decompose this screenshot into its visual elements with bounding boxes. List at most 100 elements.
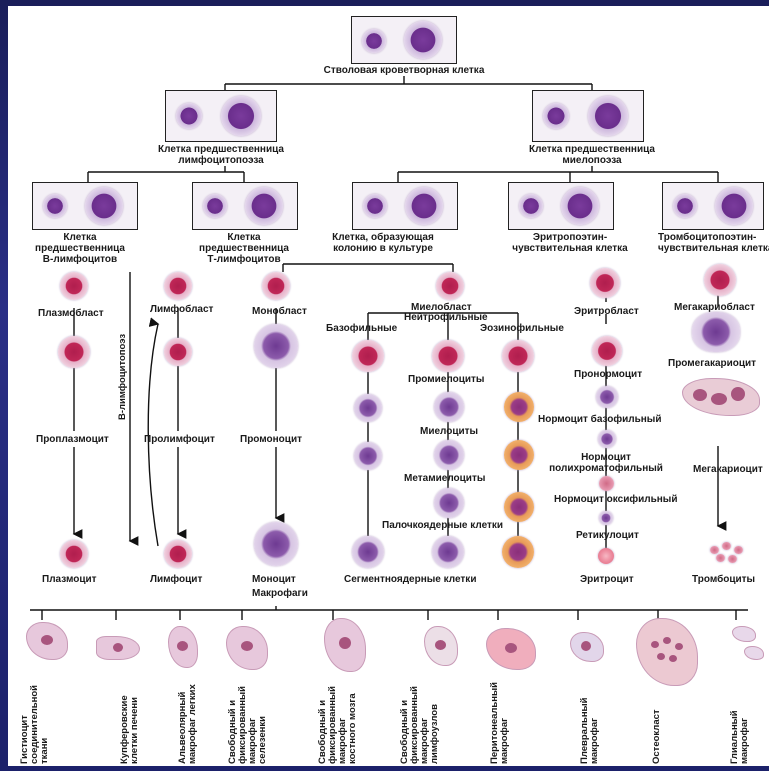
nucleus <box>177 641 188 651</box>
nucleus <box>675 643 683 650</box>
neutrophil-cell-seg <box>432 536 464 568</box>
kupffer-cell <box>96 636 140 660</box>
basophilic-label: Базофильные <box>326 323 398 334</box>
platelet <box>710 546 719 554</box>
lymphoblast-label: Лимфобласт <box>150 304 214 315</box>
pronormocyte-label: Пронормоцит <box>574 369 643 380</box>
glial-macrophage-cell <box>732 626 756 642</box>
plasmocyte-cell <box>60 540 88 568</box>
label-line: Нормоцит <box>581 452 631 463</box>
label-line: костного мозга <box>347 693 358 764</box>
cell-large <box>245 187 283 225</box>
thrombopoietin-label: Тромбоцитопоэтин- чувствительная клетка <box>658 232 769 254</box>
label-line: макрофаг <box>739 717 750 764</box>
b-progenitor-label: Клетка предшественница В-лимфоцитов <box>35 232 125 265</box>
normocyte-poly-cell <box>598 430 616 448</box>
thrombocytes-label: Тромбоциты <box>692 574 756 585</box>
macrophage-type-6: Свободный и фиксированный макрофаг лимфо… <box>399 686 440 764</box>
cell-small <box>176 103 202 129</box>
cell-large <box>221 96 261 136</box>
monocyte-cell <box>254 522 298 566</box>
pronormocyte-cell <box>592 336 622 366</box>
stem-cell-box <box>351 16 457 64</box>
erythrocyte-label: Эритроцит <box>580 574 634 585</box>
lymphocyte-cell <box>164 540 192 568</box>
proplasmocyte-label: Проплазмоцит <box>36 434 109 445</box>
label-text: Клетка предшественница миелопоэза <box>529 144 655 166</box>
macrophage-type-2: Купферовские клетки печени <box>119 695 140 764</box>
macrophage-type-5: Свободный и фиксированный макрофаг костн… <box>317 686 358 764</box>
lymphopoiesis-progenitor-label: Клетка предшественница лимфоцитопоэза <box>146 144 296 166</box>
nucleus <box>711 393 727 405</box>
prolymphocyte-cell-top <box>164 338 192 366</box>
megakaryoblast-cell <box>704 264 736 296</box>
lymphocyte-label: Лимфоцит <box>150 574 203 585</box>
prolymphocyte-label: Пролимфоцит <box>144 434 215 445</box>
cell-small <box>543 103 569 129</box>
erythropoietin-label: Эритропоэтин- чувствительная клетка <box>512 232 627 254</box>
hematopoiesis-diagram: Стволовая кроветворная клетка Клетка пре… <box>8 6 769 766</box>
eosinophil-cell-4 <box>504 492 534 522</box>
cell-large <box>588 96 628 136</box>
macrophages-label: Макрофаги <box>252 588 308 599</box>
neutrophil-cell-3 <box>434 440 464 470</box>
label-line: Клетка <box>227 232 261 243</box>
megakaryoblast-label: Мегакариобласт <box>674 302 755 313</box>
macrophage-type-3: Альвеолярный макрофаг легких <box>177 684 198 764</box>
reticulocyte-cell <box>599 511 613 525</box>
t-progenitor-box <box>192 182 298 230</box>
cell-small <box>203 194 227 218</box>
macrophage-type-8: Плевральный макрофаг <box>579 697 600 764</box>
label-line: клетки печени <box>129 697 140 764</box>
neutrophil-cell-4 <box>434 488 464 518</box>
normocyte-oxy-cell <box>599 476 614 491</box>
plasmoblast-label: Плазмобласт <box>38 308 104 319</box>
cell-small <box>519 194 543 218</box>
t-progenitor-label: Клетка предшественница Т-лимфоцитов <box>199 232 289 265</box>
cell-large <box>715 187 753 225</box>
eosinophil-cell-seg <box>502 536 534 568</box>
neutrophil-cell-1 <box>432 340 464 372</box>
label-line: полихроматофильный <box>549 463 663 474</box>
proplasmocyte-cell-top <box>58 336 90 368</box>
plasmoblast-cell <box>60 272 88 300</box>
macrophage-type-4: Свободный и фиксированный макрофаг селез… <box>227 686 268 764</box>
normocyte-poly-label: Нормоцит полихроматофильный <box>549 452 663 474</box>
label-line: предшественница <box>35 243 125 254</box>
platelet <box>722 542 731 550</box>
label-line: чувствительная клетка <box>658 243 769 254</box>
monocyte-label: Моноцит <box>252 574 296 585</box>
label-line: В-лимфоцитов <box>42 254 118 265</box>
cell-large <box>85 187 123 225</box>
metamyelocytes-label: Метамиелоциты <box>404 473 486 484</box>
cfu-label: Клетка, образующая колонию в культуре <box>332 232 434 254</box>
megakaryocyte-label: Мегакариоцит <box>693 464 763 475</box>
erythroblast-label: Эритробласт <box>574 306 639 317</box>
neutrophil-cell-2 <box>434 392 464 422</box>
plasmocyte-label: Плазмоцит <box>42 574 97 585</box>
cfu-box <box>352 182 458 230</box>
normocyte-oxy-label: Нормоцит оксифильный <box>554 494 678 505</box>
eosinophilic-label: Эозинофильные <box>480 323 564 334</box>
b-lymphopoiesis-label: В-лимфоцитопоэз <box>117 333 128 420</box>
lymphopoiesis-progenitor-box <box>165 90 277 142</box>
macrophage-type-1: Гистиоцит соединительной ткани <box>19 685 50 764</box>
platelet <box>728 555 737 563</box>
label-line: чувствительная клетка <box>512 243 628 254</box>
reticulocyte-label: Ретикулоцит <box>576 530 639 541</box>
label-text: Клетка предшественница лимфоцитопоэза <box>158 144 284 166</box>
nucleus <box>113 643 123 652</box>
promegakaryocyte-label: Промегакариоцит <box>668 358 757 369</box>
label-line: Эритропоэтин- <box>532 232 608 243</box>
segmented-cells-label: Сегментноядерные клетки <box>344 574 477 585</box>
band-cells-label: Палочкоядерные клетки <box>382 520 504 531</box>
stem-cell-large <box>404 21 442 59</box>
nucleus <box>651 641 659 648</box>
macrophage-type-9: Остеокласт <box>651 709 662 764</box>
nucleus <box>693 389 707 401</box>
label-line: лимфоузлов <box>429 704 440 764</box>
eosinophil-cell-2 <box>504 392 534 422</box>
nucleus <box>41 635 53 645</box>
stem-cell-small <box>362 29 386 53</box>
myeloblast-cell <box>436 272 464 300</box>
